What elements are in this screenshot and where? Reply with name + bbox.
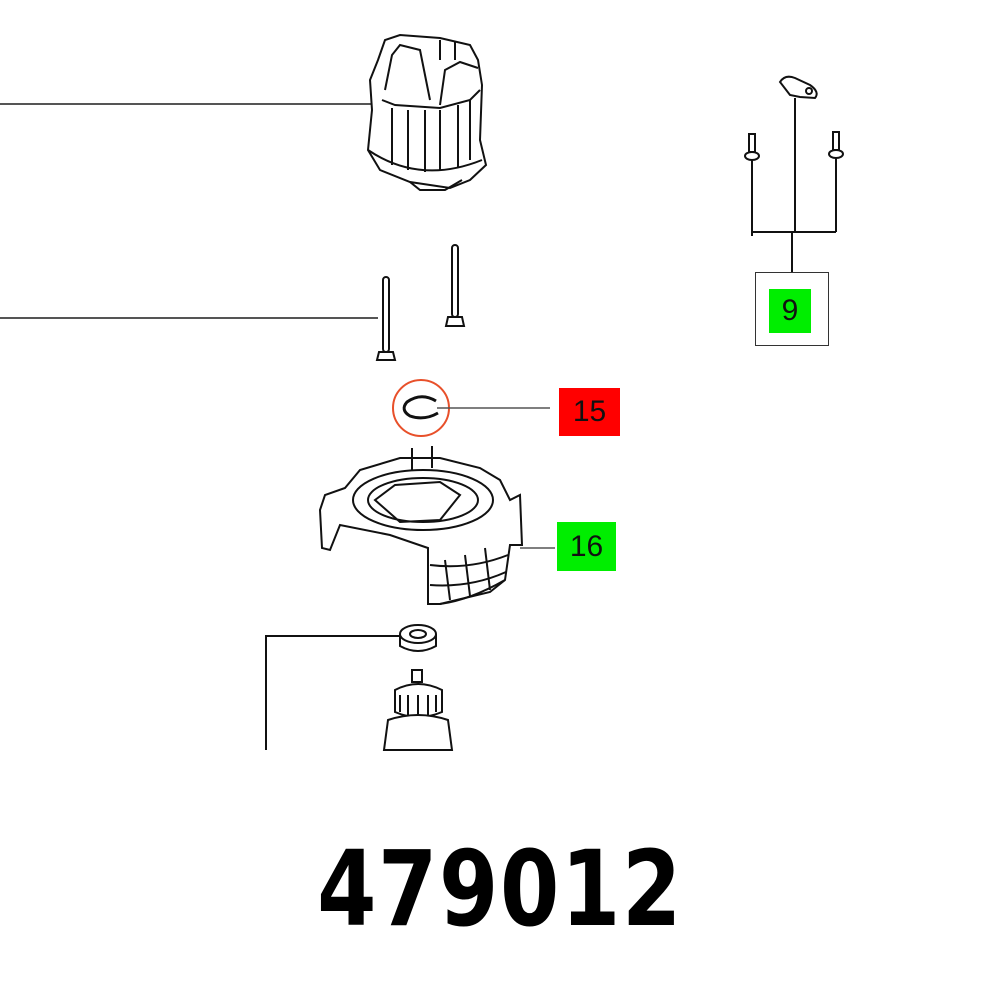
callout-badge-16[interactable]: 16 xyxy=(557,522,616,571)
part-number: 479012 xyxy=(317,828,683,950)
callout-label-9: 9 xyxy=(781,294,799,327)
motor-housing-icon[interactable] xyxy=(366,33,488,191)
long-screws-icon[interactable] xyxy=(375,244,466,361)
ball-bearing-icon[interactable] xyxy=(399,624,437,652)
leader-line-bearing xyxy=(265,635,400,750)
screw-left-icon[interactable] xyxy=(744,133,760,161)
callout-badge-15[interactable]: 15 xyxy=(559,388,620,436)
callout-label-15: 15 xyxy=(572,395,607,428)
cable-clamp-icon[interactable] xyxy=(778,75,818,100)
fan-guide-housing-icon[interactable] xyxy=(318,446,524,605)
armature-icon[interactable] xyxy=(382,669,454,751)
callout-label-16: 16 xyxy=(569,529,604,563)
leader-lines-9 xyxy=(751,98,837,272)
screw-right-icon[interactable] xyxy=(828,131,844,159)
callout-badge-9[interactable]: 9 xyxy=(769,289,811,333)
